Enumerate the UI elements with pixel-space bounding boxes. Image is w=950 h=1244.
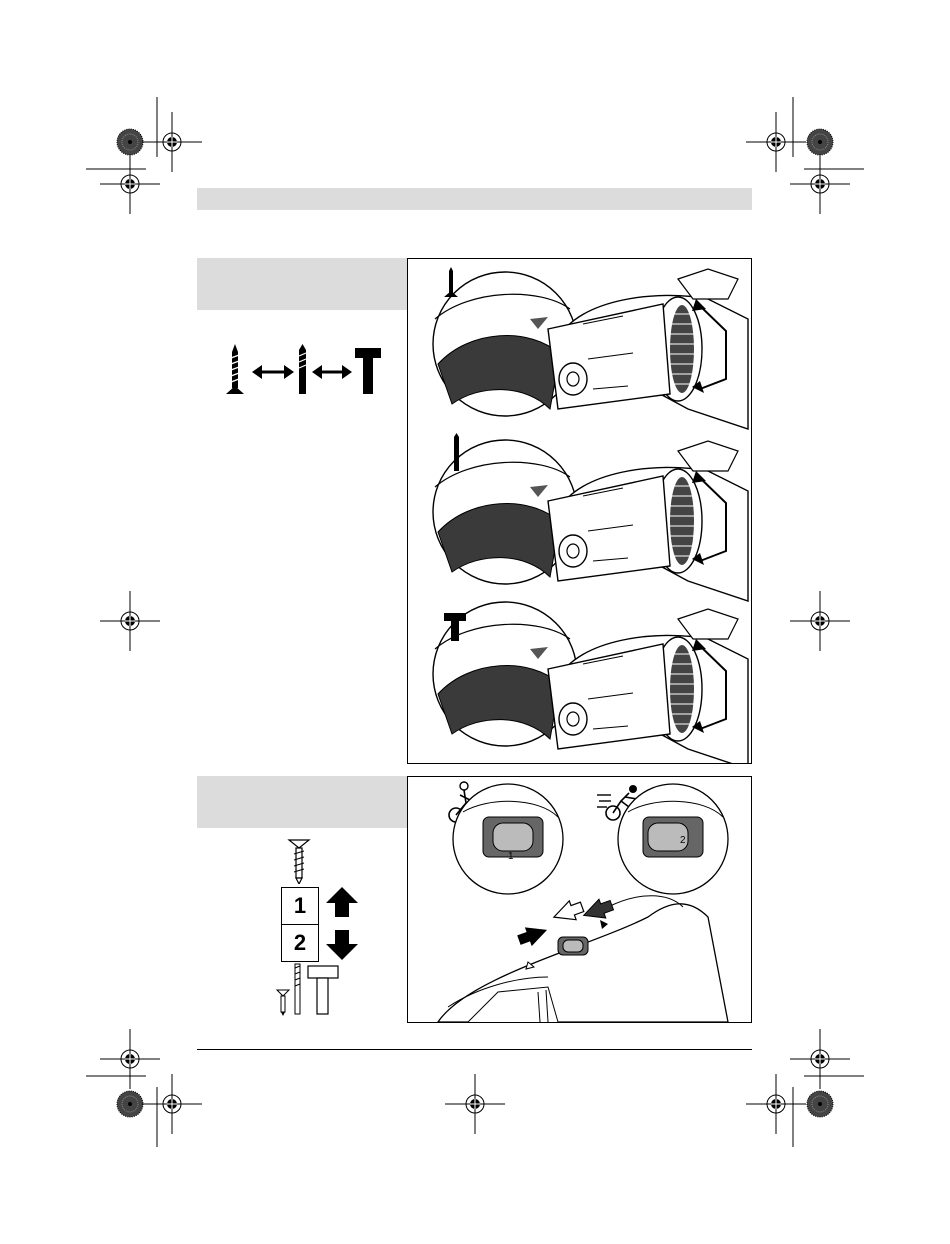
double-arrow-icon <box>252 365 294 379</box>
hammer-icon <box>308 966 338 1014</box>
up-arrow-icon <box>326 887 358 917</box>
drill-bit-icon <box>299 344 306 394</box>
mode-illustration-frame <box>407 258 752 764</box>
gear-2-zoom: 2 <box>618 784 728 894</box>
drill-bit-icon <box>295 964 300 1014</box>
gear-2-box: 2 <box>281 924 319 962</box>
mode-cycle-symbols <box>222 344 382 396</box>
screw-icon <box>277 990 289 1016</box>
gear-selector-illustration: 1 2 <box>408 777 751 1022</box>
gear-1-zoom: 1 <box>453 784 563 894</box>
mode-section-label-panel <box>197 258 407 310</box>
down-arrow-icon <box>326 930 358 960</box>
gear-1-box: 1 <box>281 887 319 925</box>
dial-label-2: 2 <box>680 835 686 846</box>
screwdriving-mode-row <box>433 267 748 429</box>
hammer-icon <box>355 348 381 394</box>
drill-top-view <box>438 896 728 1022</box>
double-arrow-icon <box>312 365 352 379</box>
gear-illustration-frame: 1 2 <box>407 776 752 1023</box>
drill-mode-illustrations <box>408 259 751 763</box>
gear-section-label-panel <box>197 776 407 828</box>
page-footer-rule <box>197 1049 752 1050</box>
hammer-drilling-mode-row <box>433 602 748 763</box>
screw-icon <box>287 838 311 884</box>
drill-bit-icon <box>454 433 459 471</box>
screw-icon <box>226 344 244 394</box>
dial-label-1: 1 <box>508 851 514 862</box>
tool-icons-row <box>275 960 345 1016</box>
drilling-mode-row <box>433 433 748 601</box>
page-header-bar <box>197 188 752 210</box>
